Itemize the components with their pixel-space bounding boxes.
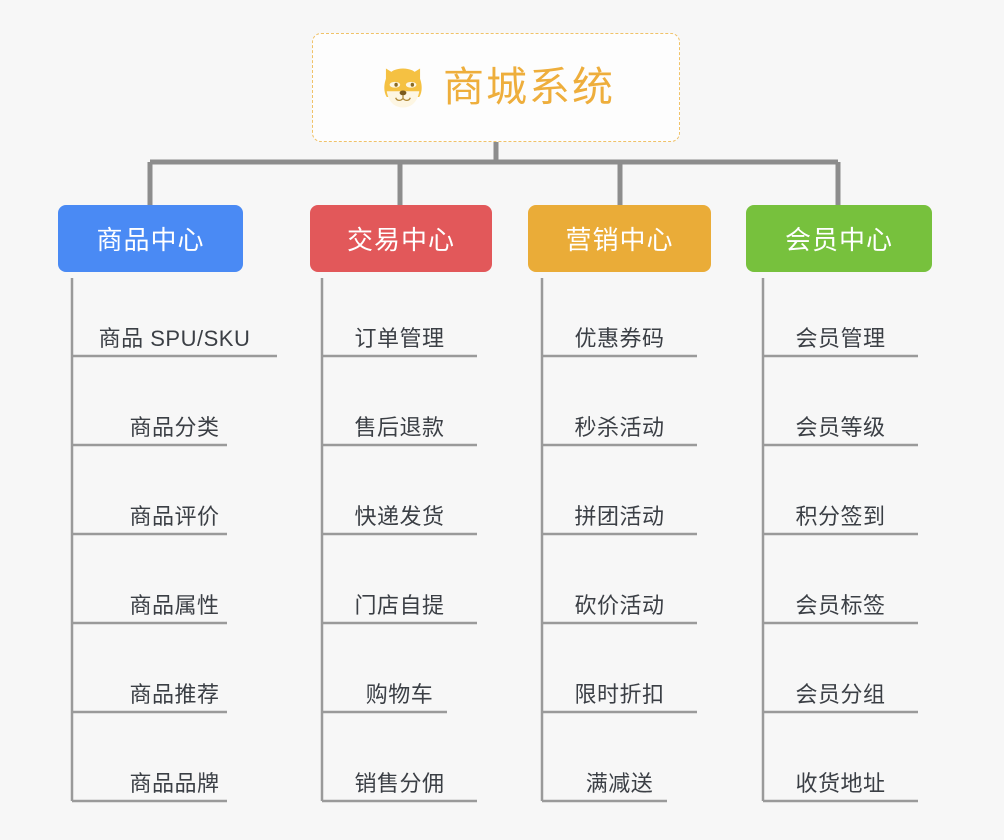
leaf-item[interactable]: 会员等级 (795, 415, 886, 440)
leaf-item[interactable]: 快递发货 (354, 504, 445, 529)
leaf-item[interactable]: 商品评价 (129, 504, 220, 529)
leaf-item[interactable]: 购物车 (365, 682, 434, 707)
leaf-item[interactable]: 会员标签 (795, 593, 886, 618)
root-title: 商城系统 (443, 64, 615, 110)
leaf-item[interactable]: 售后退款 (354, 415, 445, 440)
leaf-item[interactable]: 秒杀活动 (574, 415, 665, 440)
leaf-item[interactable]: 收货地址 (795, 771, 886, 796)
leaf-item[interactable]: 商品推荐 (129, 682, 220, 707)
leaf-item[interactable]: 商品品牌 (129, 771, 220, 796)
leaf-item[interactable]: 商品 SPU/SKU (98, 326, 251, 351)
branch-header-3[interactable]: 会员中心 (746, 205, 932, 272)
leaf-item[interactable]: 限时折扣 (574, 682, 665, 707)
leaf-item[interactable]: 满减送 (585, 771, 654, 796)
branch-header-1[interactable]: 交易中心 (310, 205, 492, 272)
leaf-item[interactable]: 销售分佣 (354, 771, 445, 796)
branch-header-0[interactable]: 商品中心 (58, 205, 243, 272)
leaf-item[interactable]: 砍价活动 (574, 593, 665, 618)
leaf-item[interactable]: 拼团活动 (574, 504, 665, 529)
leaf-item[interactable]: 商品分类 (129, 415, 220, 440)
leaf-item[interactable]: 会员分组 (795, 682, 886, 707)
leaf-item[interactable]: 优惠券码 (574, 326, 665, 351)
leaf-item[interactable]: 门店自提 (354, 593, 445, 618)
leaf-item[interactable]: 会员管理 (795, 326, 886, 351)
leaf-item[interactable]: 积分签到 (795, 504, 886, 529)
root-node[interactable]: 商城系统 (312, 33, 680, 142)
leaf-item[interactable]: 商品属性 (129, 593, 220, 618)
dog-face-icon (377, 62, 429, 114)
leaf-item[interactable]: 订单管理 (354, 326, 445, 351)
branch-header-2[interactable]: 营销中心 (528, 205, 711, 272)
